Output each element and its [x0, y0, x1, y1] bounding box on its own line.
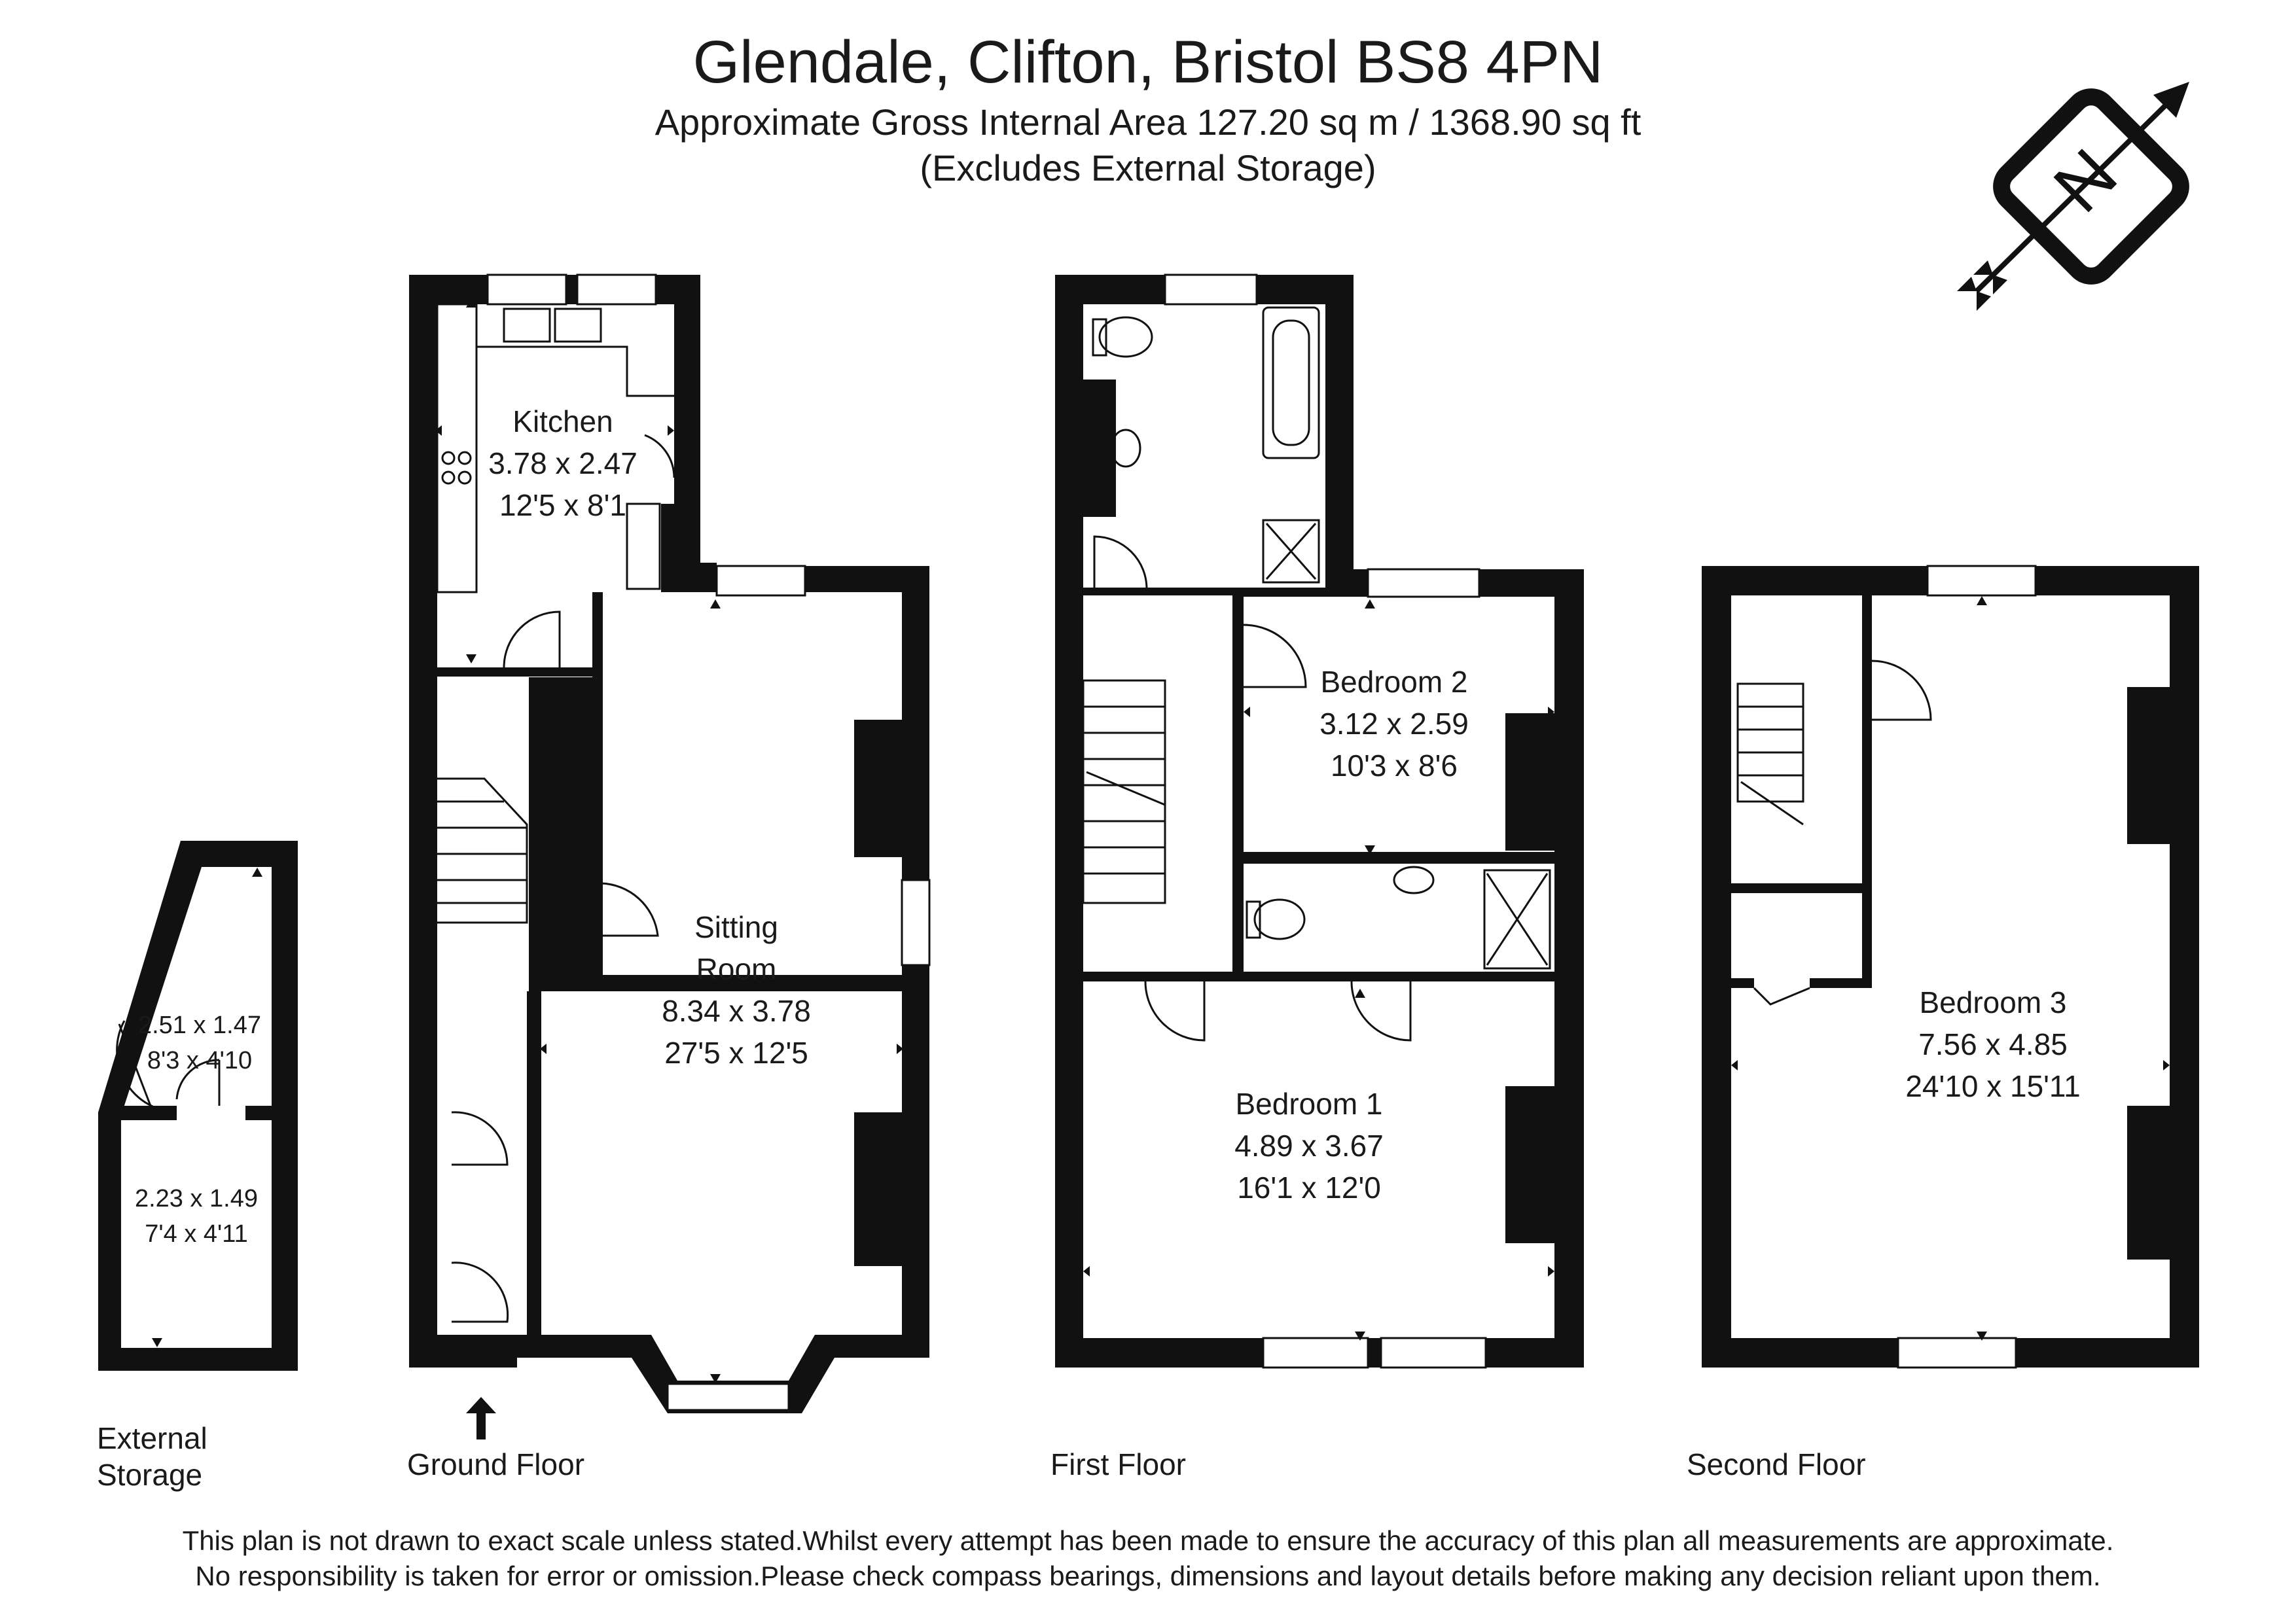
- plan-title: Glendale, Clifton, Bristol BS8 4PN: [692, 29, 1604, 96]
- room-store-lower: 2.23 x 1.49 7'4 x 4'11: [121, 1181, 272, 1252]
- north-compass-icon: N: [1957, 82, 2189, 311]
- disclaimer-line-1: This plan is not drawn to exact scale un…: [182, 1525, 2114, 1556]
- room-name: Bedroom 2: [1320, 665, 1468, 699]
- room-name: Kitchen: [512, 404, 613, 438]
- room-imperial: 8'3 x 4'10: [147, 1047, 253, 1074]
- room-imperial: 27'5 x 12'5: [664, 1036, 808, 1070]
- floor-label-first: First Floor: [1050, 1447, 1186, 1481]
- floor-label-ground: Ground Floor: [407, 1447, 585, 1481]
- dimension-markers: [152, 298, 2170, 1383]
- second-floor-plan: [1702, 565, 2199, 1369]
- gross-area-text: Approximate Gross Internal Area 127.20 s…: [655, 101, 1641, 143]
- room-metric: 2.23 x 1.49: [134, 1185, 259, 1212]
- room-name: Sitting Room: [694, 910, 778, 986]
- floor-label-external: External Storage: [97, 1421, 207, 1492]
- room-metric: 8.34 x 3.78: [662, 994, 811, 1028]
- room-bedroom2: Bedroom 2 3.12 x 2.59 10'3 x 8'6: [1302, 661, 1486, 786]
- ground-floor-plan: [409, 274, 931, 1439]
- room-metric: 3.12 x 2.59: [1319, 707, 1469, 741]
- room-bedroom3: Bedroom 3 7.56 x 4.85 24'10 x 15'11: [1885, 981, 2101, 1107]
- excludes-note: (Excludes External Storage): [920, 147, 1376, 188]
- room-metric: 7.56 x 4.85: [1918, 1027, 2068, 1061]
- room-name: Bedroom 1: [1235, 1087, 1383, 1121]
- room-kitchen: Kitchen 3.78 x 2.47 12'5 x 8'1: [478, 400, 648, 526]
- room-metric: 3.78 x 2.47: [488, 446, 637, 480]
- room-store-upper: 2.51 x 1.47 8'3 x 4'10: [124, 1008, 275, 1078]
- room-imperial: 12'5 x 8'1: [499, 488, 627, 522]
- room-imperial: 10'3 x 8'6: [1330, 749, 1458, 783]
- room-imperial: 7'4 x 4'11: [145, 1220, 248, 1248]
- external-storage-plan: [98, 841, 298, 1371]
- room-metric: 2.51 x 1.47: [137, 1012, 262, 1039]
- room-bedroom1: Bedroom 1 4.89 x 3.67 16'1 x 12'0: [1217, 1083, 1401, 1209]
- room-metric: 4.89 x 3.67: [1234, 1129, 1384, 1163]
- room-imperial: 16'1 x 12'0: [1237, 1171, 1381, 1205]
- room-name: Bedroom 3: [1919, 985, 2067, 1019]
- room-sitting: Sitting Room 8.34 x 3.78 27'5 x 12'5: [638, 906, 834, 1074]
- floor-label-second: Second Floor: [1687, 1447, 1866, 1481]
- disclaimer-line-2: No responsibility is taken for error or …: [195, 1561, 2101, 1591]
- room-imperial: 24'10 x 15'11: [1905, 1069, 2081, 1103]
- first-floor-plan: [1055, 274, 1584, 1369]
